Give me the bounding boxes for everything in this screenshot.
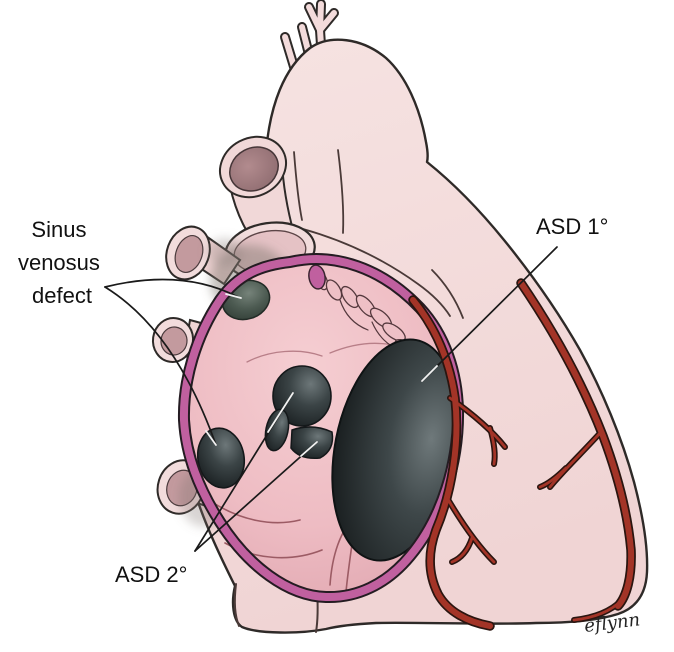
coronary-artery-right: [408, 295, 508, 631]
label-sinus-line2: venosus: [18, 250, 100, 275]
asd-secundum-hole-large: [272, 365, 332, 427]
septal-defects: [196, 279, 459, 562]
leader-sinus-venosus-superior: [104, 278, 239, 298]
coronary-artery-marginal: [516, 278, 636, 623]
label-sinus-venosus-defect: Sinus venosus defect: [18, 217, 106, 308]
label-sinus-line1: Sinus: [31, 217, 86, 242]
leader-asd-primum: [421, 246, 558, 382]
rim-knob: [308, 264, 326, 290]
label-asd-primum: ASD 1°: [536, 214, 608, 239]
heart-surface-lines: [233, 149, 464, 633]
asd-secundum-hole-small: [264, 408, 290, 452]
leader-asd-secundum-2: [194, 441, 318, 552]
pulmonary-artery-lumen: [229, 146, 279, 192]
label-asd-secundum: ASD 2°: [115, 562, 187, 587]
leader-line-tips: [205, 293, 438, 457]
label-sinus-line3: defect: [32, 283, 92, 308]
leader-sinus-venosus-inferior: [104, 286, 217, 446]
sinus-venosus-defect-inferior: [196, 427, 246, 489]
pectinate-muscles: [308, 264, 418, 356]
asd-secundum-hole-lower: [290, 426, 334, 460]
